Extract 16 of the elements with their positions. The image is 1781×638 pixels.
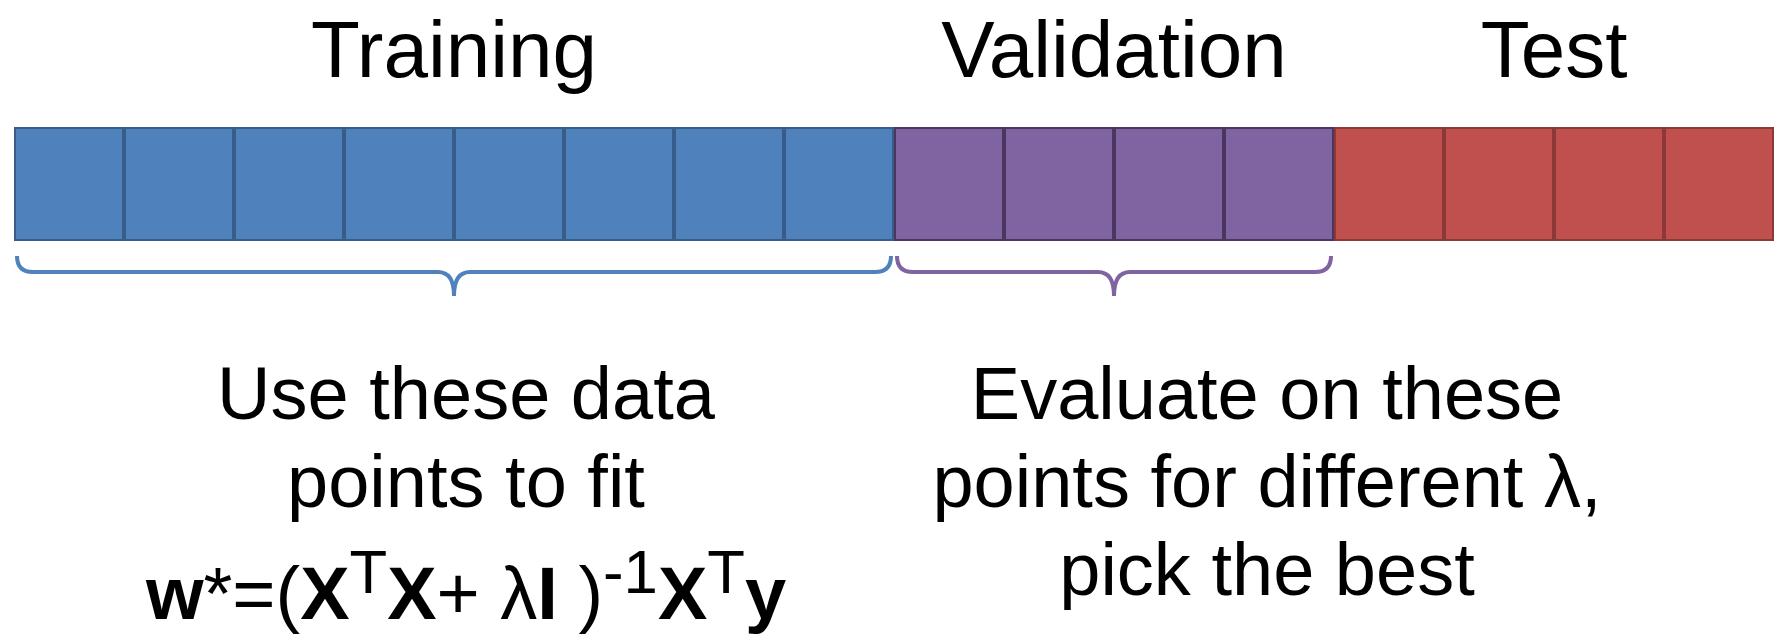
- caption-text: Evaluate on these points for different λ, pick the best: [931, 351, 1603, 613]
- data-point-cell: [234, 127, 344, 241]
- data-point-cell: [1114, 127, 1224, 241]
- section-heading: Test: [1479, 4, 1629, 96]
- formula-text: w*=(X$^{T}$X+ λI )$^{-1}$X$^{T}$y: [144, 536, 788, 632]
- data-point-cell: [454, 127, 564, 241]
- data-point-cell: [344, 127, 454, 241]
- data-point-cell: [1554, 127, 1664, 241]
- section-heading: Training: [309, 4, 599, 96]
- data-point-cell: [1444, 127, 1554, 241]
- caption-text: Use these data points to fit: [216, 351, 716, 525]
- data-point-cell: [124, 127, 234, 241]
- section-heading: Validation: [940, 4, 1288, 96]
- data-point-cell: [674, 127, 784, 241]
- data-point-cell: [564, 127, 674, 241]
- data-point-cell: [1004, 127, 1114, 241]
